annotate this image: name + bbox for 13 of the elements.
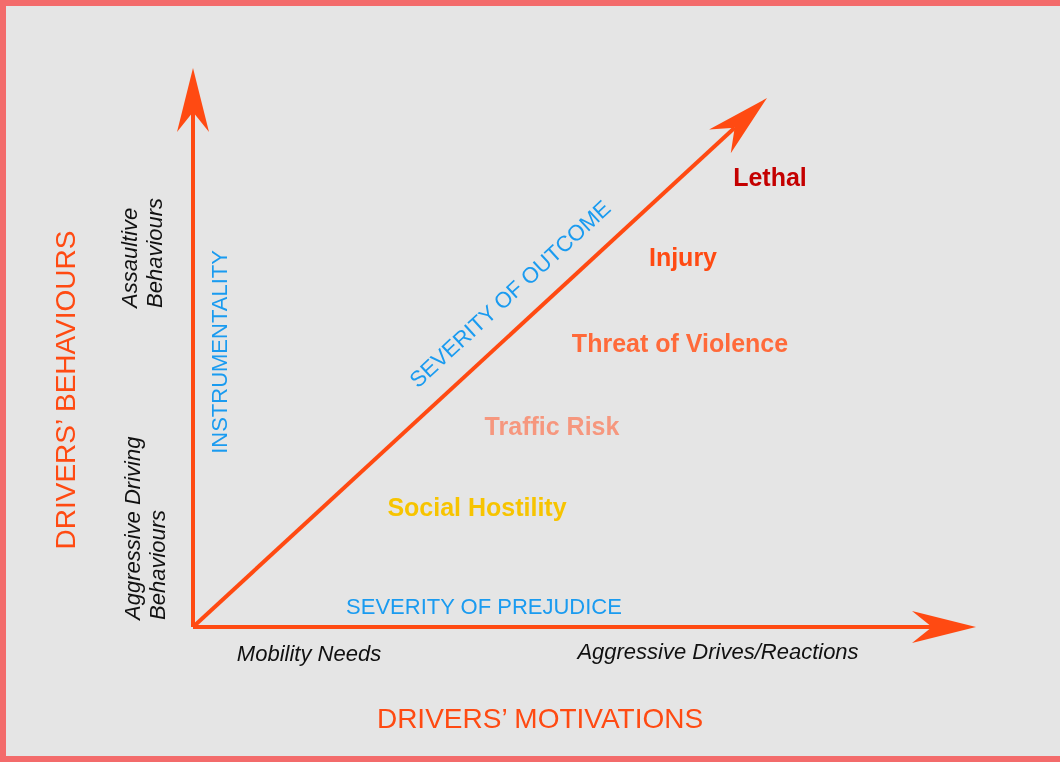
axis-label: INSTRUMENTALITY [207, 250, 233, 454]
axis-label: Assaultive Behaviours [116, 196, 168, 308]
axis-title: DRIVERS’ BEHAVIOURS [49, 230, 82, 550]
level-label: Threat of Violence [571, 328, 789, 358]
axis-title: DRIVERS’ MOTIVATIONS [376, 702, 704, 736]
axis-label: Aggressive Driving Behaviours [119, 435, 171, 620]
level-label: Social Hostility [387, 492, 567, 522]
level-label: Traffic Risk [484, 411, 620, 441]
axis-label: Mobility Needs [236, 641, 382, 667]
level-label: Lethal [733, 162, 807, 192]
level-label: Injury [648, 242, 718, 272]
axis-label: SEVERITY OF PREJUDICE [346, 594, 622, 620]
axis-label: Aggressive Drives/Reactions [577, 639, 859, 665]
